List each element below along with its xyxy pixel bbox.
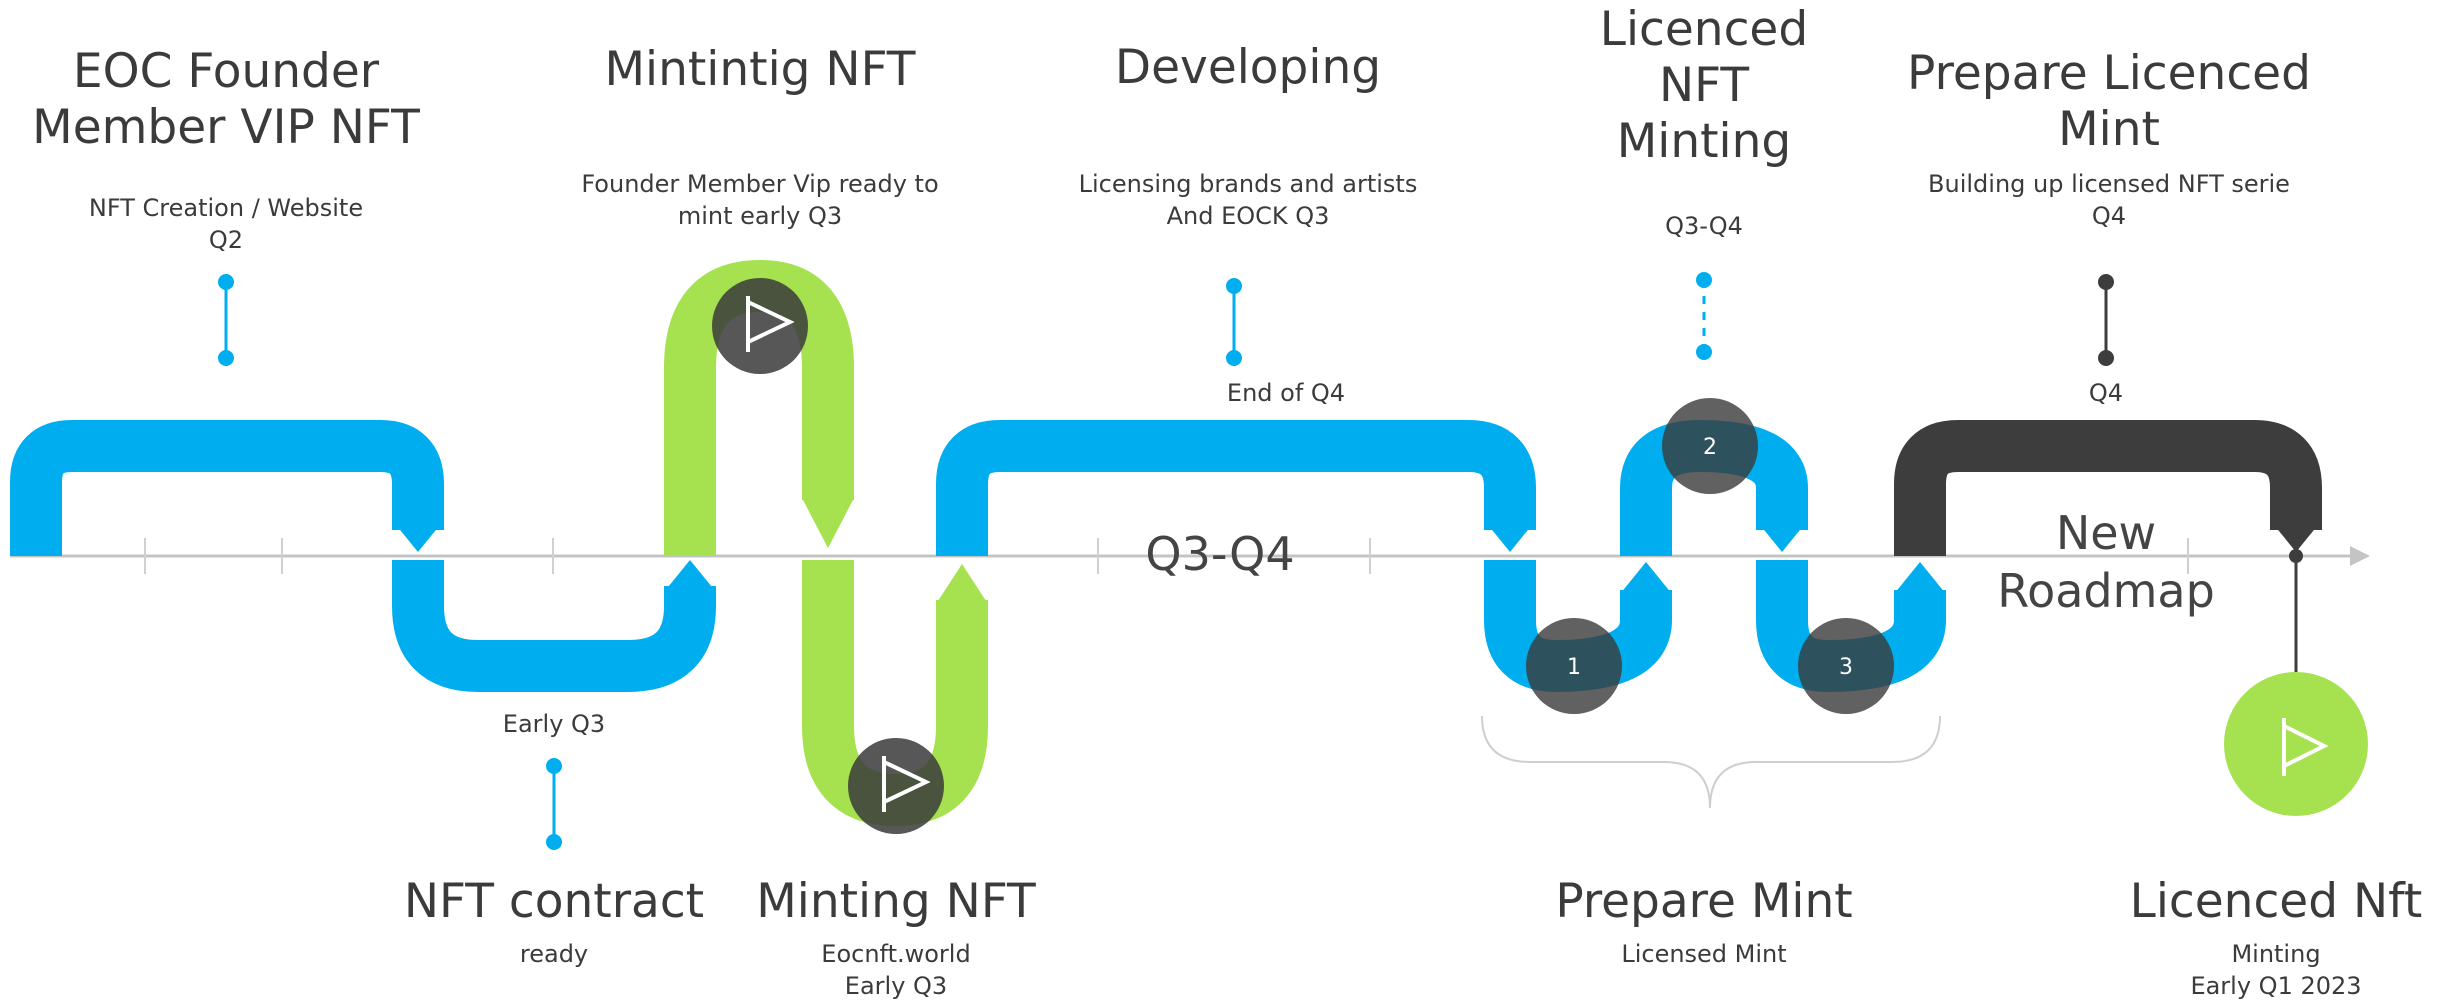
milestone-5-title: Developing [1114,40,1382,95]
milestone-5-sub: Licensing brands and artists And EOCK Q3 [1078,170,1418,230]
road-segment-6-arrow [1620,562,1672,594]
road-segment-1-arrow [392,520,444,552]
milestone-7-sub: Licensed Mint [1621,940,1787,968]
flag-badge-2 [848,738,944,834]
road-segment-2 [392,560,716,692]
milestone-6-sub: Q3-Q4 [1665,212,1743,240]
milestone-7-title: Prepare Mint [1555,874,1853,929]
step-badge-3: 3 [1798,618,1894,714]
connector-m2 [546,758,562,850]
connector-m5 [1226,278,1242,366]
road-segment-5 [936,420,1536,556]
milestone-10-sub: Minting Early Q1 2023 [2190,940,2362,1000]
road-segment-2-arrow [664,560,716,592]
milestone-5-note: End of Q4 [1226,379,1346,407]
milestone-4-title: Minting NFT [756,874,1036,929]
milestone-1-sub: NFT Creation / Website Q2 [88,194,364,254]
milestone-2-sub: ready [519,940,589,968]
road-segment-7-arrow [1756,520,1808,552]
svg-text:3: 3 [1839,655,1853,680]
milestone-4-sub: Eocnft.world Early Q3 [821,940,971,1000]
road-segment-4-arrow [936,564,988,604]
road-segment-3-arrow [802,498,854,548]
milestone-8-title: Prepare Licenced Mint [1907,46,2311,157]
milestone-8-sub: Building up licensed NFT serie Q4 [1928,170,2290,230]
flag-icon [2282,718,2329,776]
road-segment-1 [9,420,444,556]
svg-text:1: 1 [1567,655,1581,680]
milestone-8-note: Q4 [2088,379,2124,407]
milestone-2-title: NFT contract [403,874,705,929]
milestone-9-title: New Roadmap [1997,506,2215,618]
connector-m8 [2098,274,2114,366]
step-badge-1: 1 [1526,618,1622,714]
milestone-3-title: Mintintig NFT [604,42,916,97]
header-cut-text: EOC NFT ROADMAP 2022 [0,0,592,10]
axis-ticks [144,538,2189,574]
flag-badge-1 [712,278,808,374]
milestone-6-title: Licenced NFT Minting [1599,2,1809,169]
road-segment-5-arrow [1484,520,1536,552]
connector-m6 [1696,272,1712,360]
connector-m1 [218,274,234,366]
road-segment-9-arrow [2270,520,2322,552]
road-segment-9 [1894,420,2322,556]
header-cut: EOC NFT ROADMAP 2022 [0,0,1000,10]
flag-icon [882,756,931,812]
brace [1481,715,1941,809]
step-badge-2: 2 [1662,398,1758,494]
flag-icon [746,296,795,352]
milestone-3-sub: Founder Member Vip ready to mint early Q… [581,170,939,230]
milestone-10-title: Licenced Nft [2129,874,2423,929]
axis-arrow-icon [2350,546,2370,566]
axis-label: Q3-Q4 [1145,527,1295,581]
milestone-1-title: EOC Founder Member VIP NFT [32,44,420,155]
flag-badge-3 [2224,672,2368,816]
road-segment-8-arrow [1894,562,1946,594]
milestone-2-note: Early Q3 [502,710,606,738]
svg-text:2: 2 [1703,435,1717,460]
